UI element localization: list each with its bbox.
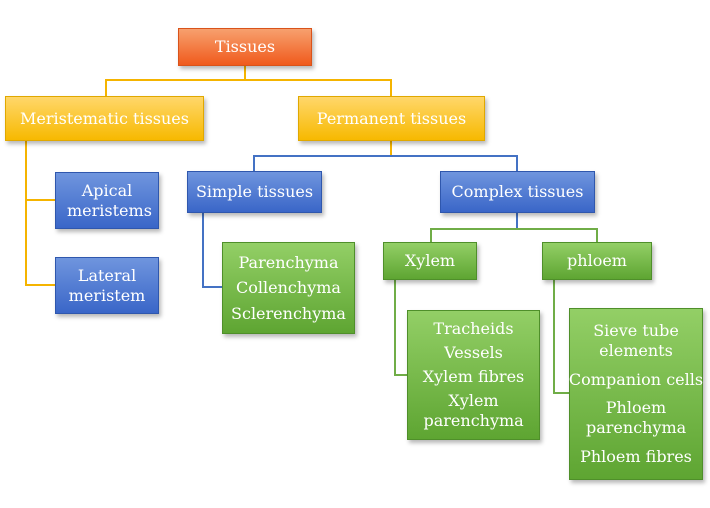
node-tissues: Tissues (178, 28, 312, 66)
node-phloem: phloem (542, 242, 652, 280)
connector (516, 155, 518, 171)
node-label: Simple tissues (195, 182, 314, 201)
node-label: Meristematic tissues (20, 108, 189, 128)
connector (253, 155, 518, 157)
connector (516, 213, 518, 229)
connector (394, 374, 407, 376)
connector (105, 79, 107, 96)
node-simple-tissue-list: Parenchyma Collenchyma Sclerenchyma (222, 242, 355, 334)
node-lateral-meristem: Lateral meristem (55, 257, 159, 314)
node-label: phloem (567, 251, 627, 270)
list-item: Tracheids (433, 319, 514, 338)
connector (553, 392, 569, 394)
node-complex-tissues: Complex tissues (440, 171, 595, 213)
list-item: Xylem fibres (422, 367, 525, 386)
connector (390, 141, 392, 156)
connector (394, 280, 396, 376)
node-simple-tissues: Simple tissues (187, 171, 322, 213)
node-apical-meristems: Apical meristems (55, 172, 159, 229)
node-label: Tissues (214, 37, 276, 56)
connector (105, 79, 392, 81)
connector (253, 155, 255, 171)
list-item: Xylem parenchyma (423, 391, 524, 430)
list-item: Vessels (444, 343, 503, 362)
list-item: Phloem parenchyma (586, 398, 687, 438)
connector (25, 141, 27, 286)
list-item: Companion cells (568, 369, 704, 389)
node-label: Lateral meristem (68, 265, 146, 305)
list-item: Parenchyma (238, 252, 339, 272)
node-xylem-list: Tracheids Vessels Xylem fibres Xylem par… (407, 310, 540, 440)
connector (244, 66, 246, 80)
node-meristematic-tissues: Meristematic tissues (5, 96, 204, 141)
list-item: Sieve tube elements (593, 321, 679, 361)
connector (553, 280, 555, 394)
list-item: Sclerenchyma (231, 303, 346, 323)
node-label: Xylem (404, 251, 456, 270)
connector (202, 286, 222, 288)
list-item: Phloem fibres (580, 446, 692, 466)
connector (430, 228, 432, 242)
list-item: Collenchyma (236, 278, 341, 297)
connector (596, 228, 598, 242)
node-label: Complex tissues (451, 182, 584, 201)
connector (25, 199, 55, 201)
node-phloem-list: Sieve tube elements Companion cells Phlo… (569, 308, 703, 480)
node-label: Apical meristems (67, 180, 152, 220)
node-label: Permanent tissues (316, 108, 467, 128)
connector (202, 213, 204, 288)
connector (430, 228, 598, 230)
connector (390, 79, 392, 96)
node-permanent-tissues: Permanent tissues (298, 96, 485, 141)
connector (25, 284, 55, 286)
node-xylem: Xylem (383, 242, 477, 280)
